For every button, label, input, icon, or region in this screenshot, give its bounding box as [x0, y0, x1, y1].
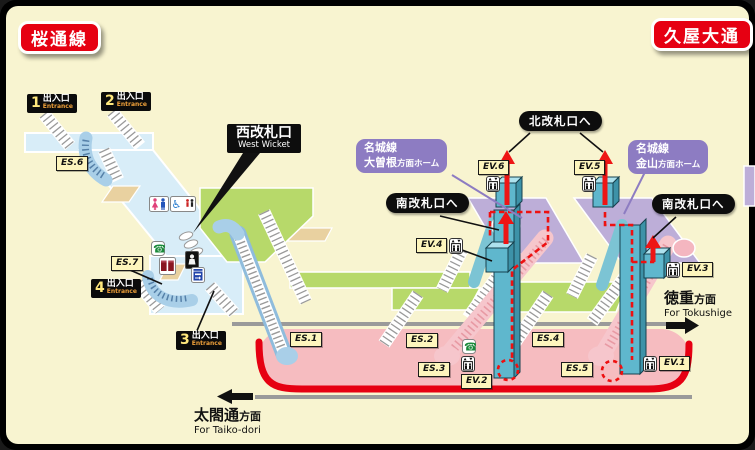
ev3-label: EV.3 — [682, 262, 714, 277]
north-gate-label: 北改札口へ — [519, 111, 602, 131]
es5-label: ES.5 — [561, 362, 594, 377]
ticket-machines-icon — [159, 257, 176, 275]
tokushige-arrow — [666, 317, 699, 334]
ev4-label: EV.4 — [416, 238, 448, 253]
south-arrow-left — [498, 211, 514, 244]
es1-label: ES.1 — [290, 332, 323, 347]
west-wicket-callout: 西改札口 West Wicket — [227, 124, 301, 153]
elevator-icon-ev5 — [582, 176, 596, 192]
entrance-1-number: 1 — [31, 94, 41, 111]
direction-arrows — [217, 317, 699, 404]
es6-label: ES.6 — [56, 156, 89, 171]
paid-concourse-green — [199, 187, 630, 313]
pointer-lines — [129, 132, 677, 334]
accessible-restroom-icon — [170, 196, 196, 212]
ev1-label: EV.1 — [659, 356, 691, 371]
line-badge: 桜通線 — [18, 21, 101, 54]
elevator-cab-ev4 — [484, 240, 516, 274]
meijo-ozone-platform-label: 名城線 大曽根方面ホーム — [356, 139, 448, 173]
tokushige-direction: 徳重方面 For Tokushige — [664, 289, 732, 319]
fare-adjustment-machine-icon — [191, 267, 205, 283]
es7-label: ES.7 — [111, 256, 144, 271]
elevator-icon-ev1 — [643, 356, 657, 372]
station-office-icon — [185, 251, 199, 269]
entrance-2-number: 2 — [105, 92, 115, 109]
entrance-4-number: 4 — [95, 279, 105, 296]
ev2-label: EV.2 — [461, 374, 493, 389]
south-gate-label-left: 南改札口へ — [386, 193, 469, 213]
es2-label: ES.2 — [406, 333, 439, 348]
elevator-icon-ev2 — [461, 356, 475, 372]
phone-icon — [462, 339, 476, 354]
taiko-arrow — [217, 389, 253, 404]
es4-label: ES.4 — [532, 332, 565, 347]
south-arrow-ev3 — [645, 235, 661, 262]
ev6-label: EV.6 — [478, 160, 510, 175]
es3-label: ES.3 — [418, 362, 451, 377]
phone-icon — [151, 241, 165, 256]
restroom-icon — [149, 196, 169, 212]
elevator-shafts — [484, 175, 672, 380]
entrance-3-number: 3 — [180, 331, 190, 348]
elevator-icon-ev4 — [449, 238, 463, 254]
ev5-label: EV.5 — [574, 160, 606, 175]
elevator-icon-ev6 — [486, 176, 500, 192]
meijo-kanayama-platform-label: 名城線 金山方面ホーム — [628, 140, 709, 174]
platform-pointer-lines — [451, 171, 646, 219]
elevator-icon-ev3 — [666, 262, 680, 278]
route-arrows — [498, 150, 661, 262]
station-badge: 久屋大通 — [651, 18, 753, 51]
taiko-direction: 太閤通方面 For Taiko-dori — [194, 406, 262, 436]
south-gate-label-right: 南改札口へ — [652, 194, 735, 214]
west-wicket-pointer — [193, 153, 260, 233]
